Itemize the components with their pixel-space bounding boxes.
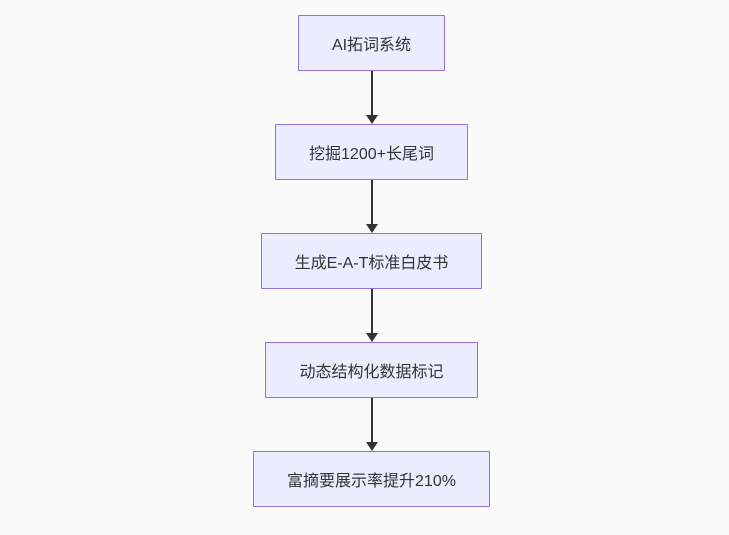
arrow-connector	[365, 180, 378, 233]
flow-node-label: 挖掘1200+长尾词	[309, 146, 434, 163]
arrow-connector	[365, 398, 378, 451]
flow-node-eat-whitepaper: 生成E-A-T标准白皮书	[260, 233, 483, 289]
flowchart: AI拓词系统 挖掘1200+长尾词 生成E-A-T标准白皮书 动态结构化数据标记…	[7, 0, 729, 535]
arrowhead-down-icon	[365, 115, 378, 124]
arrowhead-down-icon	[365, 442, 378, 451]
flow-node-label: 生成E-A-T标准白皮书	[294, 255, 449, 272]
flow-node-label: 动态结构化数据标记	[299, 364, 444, 381]
flow-node-ai-keyword-system: AI拓词系统	[297, 15, 446, 71]
arrow-connector	[365, 71, 378, 124]
flow-node-rich-snippet-result: 富摘要展示率提升210%	[253, 451, 490, 507]
arrowhead-down-icon	[365, 333, 378, 342]
flow-node-structured-data-markup: 动态结构化数据标记	[265, 342, 478, 398]
arrow-line	[370, 398, 373, 442]
arrow-line	[370, 180, 373, 224]
flow-node-longtail-mining: 挖掘1200+长尾词	[275, 124, 468, 180]
arrow-line	[370, 71, 373, 115]
arrow-connector	[365, 289, 378, 342]
arrow-line	[370, 289, 373, 333]
flow-node-label: AI拓词系统	[331, 37, 412, 54]
flow-node-label: 富摘要展示率提升210%	[287, 473, 456, 490]
arrowhead-down-icon	[365, 224, 378, 233]
